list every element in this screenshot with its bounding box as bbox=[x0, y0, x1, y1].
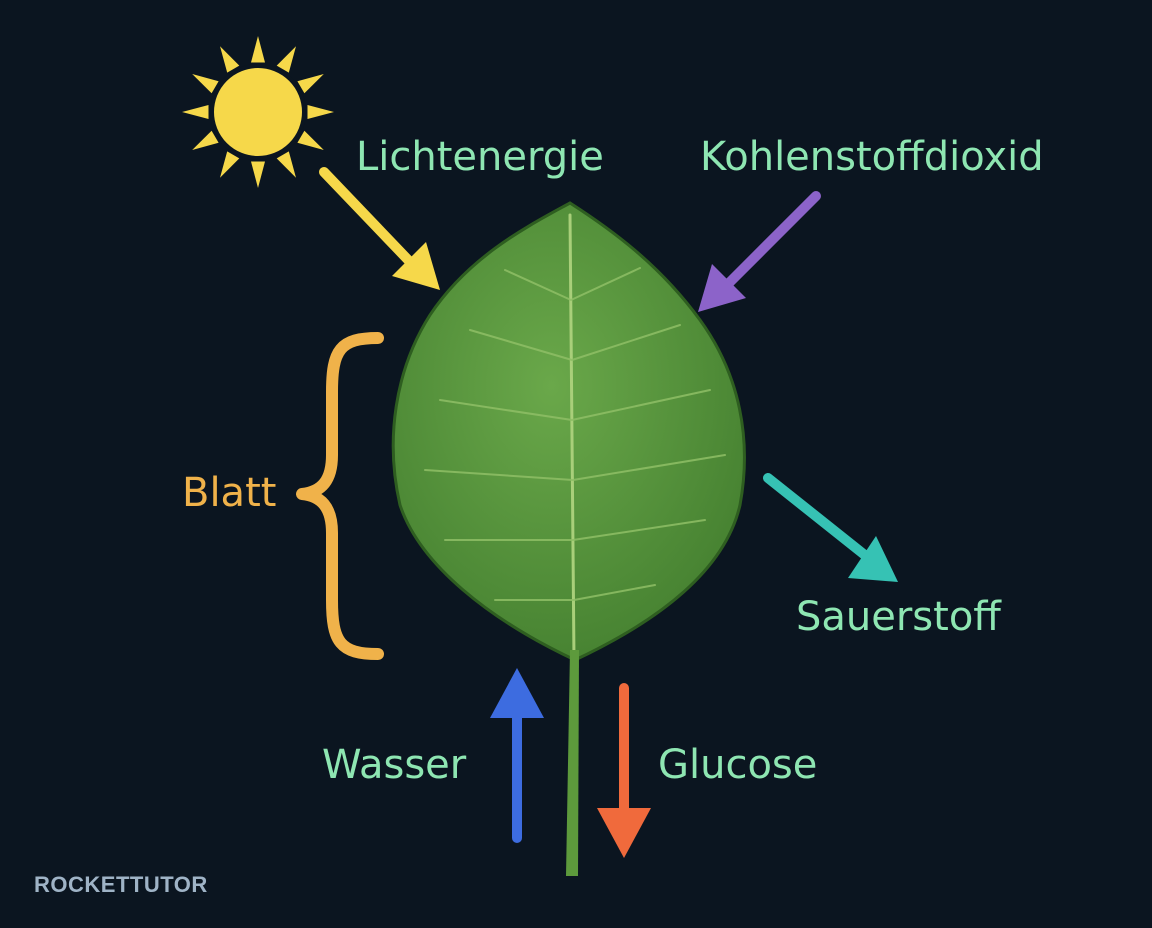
label-oxygen: Sauerstoff bbox=[796, 594, 1001, 640]
label-carbon-dioxide: Kohlenstoffdioxid bbox=[700, 134, 1044, 180]
label-leaf: Blatt bbox=[182, 470, 277, 516]
label-light-energy: Lichtenergie bbox=[356, 134, 604, 180]
sun-ray bbox=[220, 151, 240, 178]
sun-icon bbox=[182, 36, 334, 188]
brand-logo: ROCKETTUTOR bbox=[34, 872, 208, 897]
sun-ray bbox=[220, 46, 240, 73]
water-arrow bbox=[490, 668, 544, 843]
label-water: Wasser bbox=[322, 742, 467, 788]
leaf-icon bbox=[391, 201, 746, 876]
sun-ray bbox=[297, 130, 324, 150]
sun-ray bbox=[307, 105, 334, 119]
co2-arrow bbox=[698, 191, 821, 312]
sun-ray bbox=[192, 74, 219, 94]
sun-ray bbox=[251, 36, 265, 63]
glucose-arrow bbox=[597, 683, 651, 858]
sun-ray bbox=[276, 46, 296, 73]
sun-ray bbox=[251, 161, 265, 188]
leaf-brace bbox=[296, 332, 384, 660]
sun-ray bbox=[192, 130, 219, 150]
oxygen-arrow bbox=[763, 473, 898, 582]
sun-ray bbox=[297, 74, 324, 94]
label-glucose: Glucose bbox=[658, 742, 818, 788]
light-arrow bbox=[319, 167, 440, 290]
sun-ray bbox=[182, 105, 209, 119]
sun-ray bbox=[276, 151, 296, 178]
